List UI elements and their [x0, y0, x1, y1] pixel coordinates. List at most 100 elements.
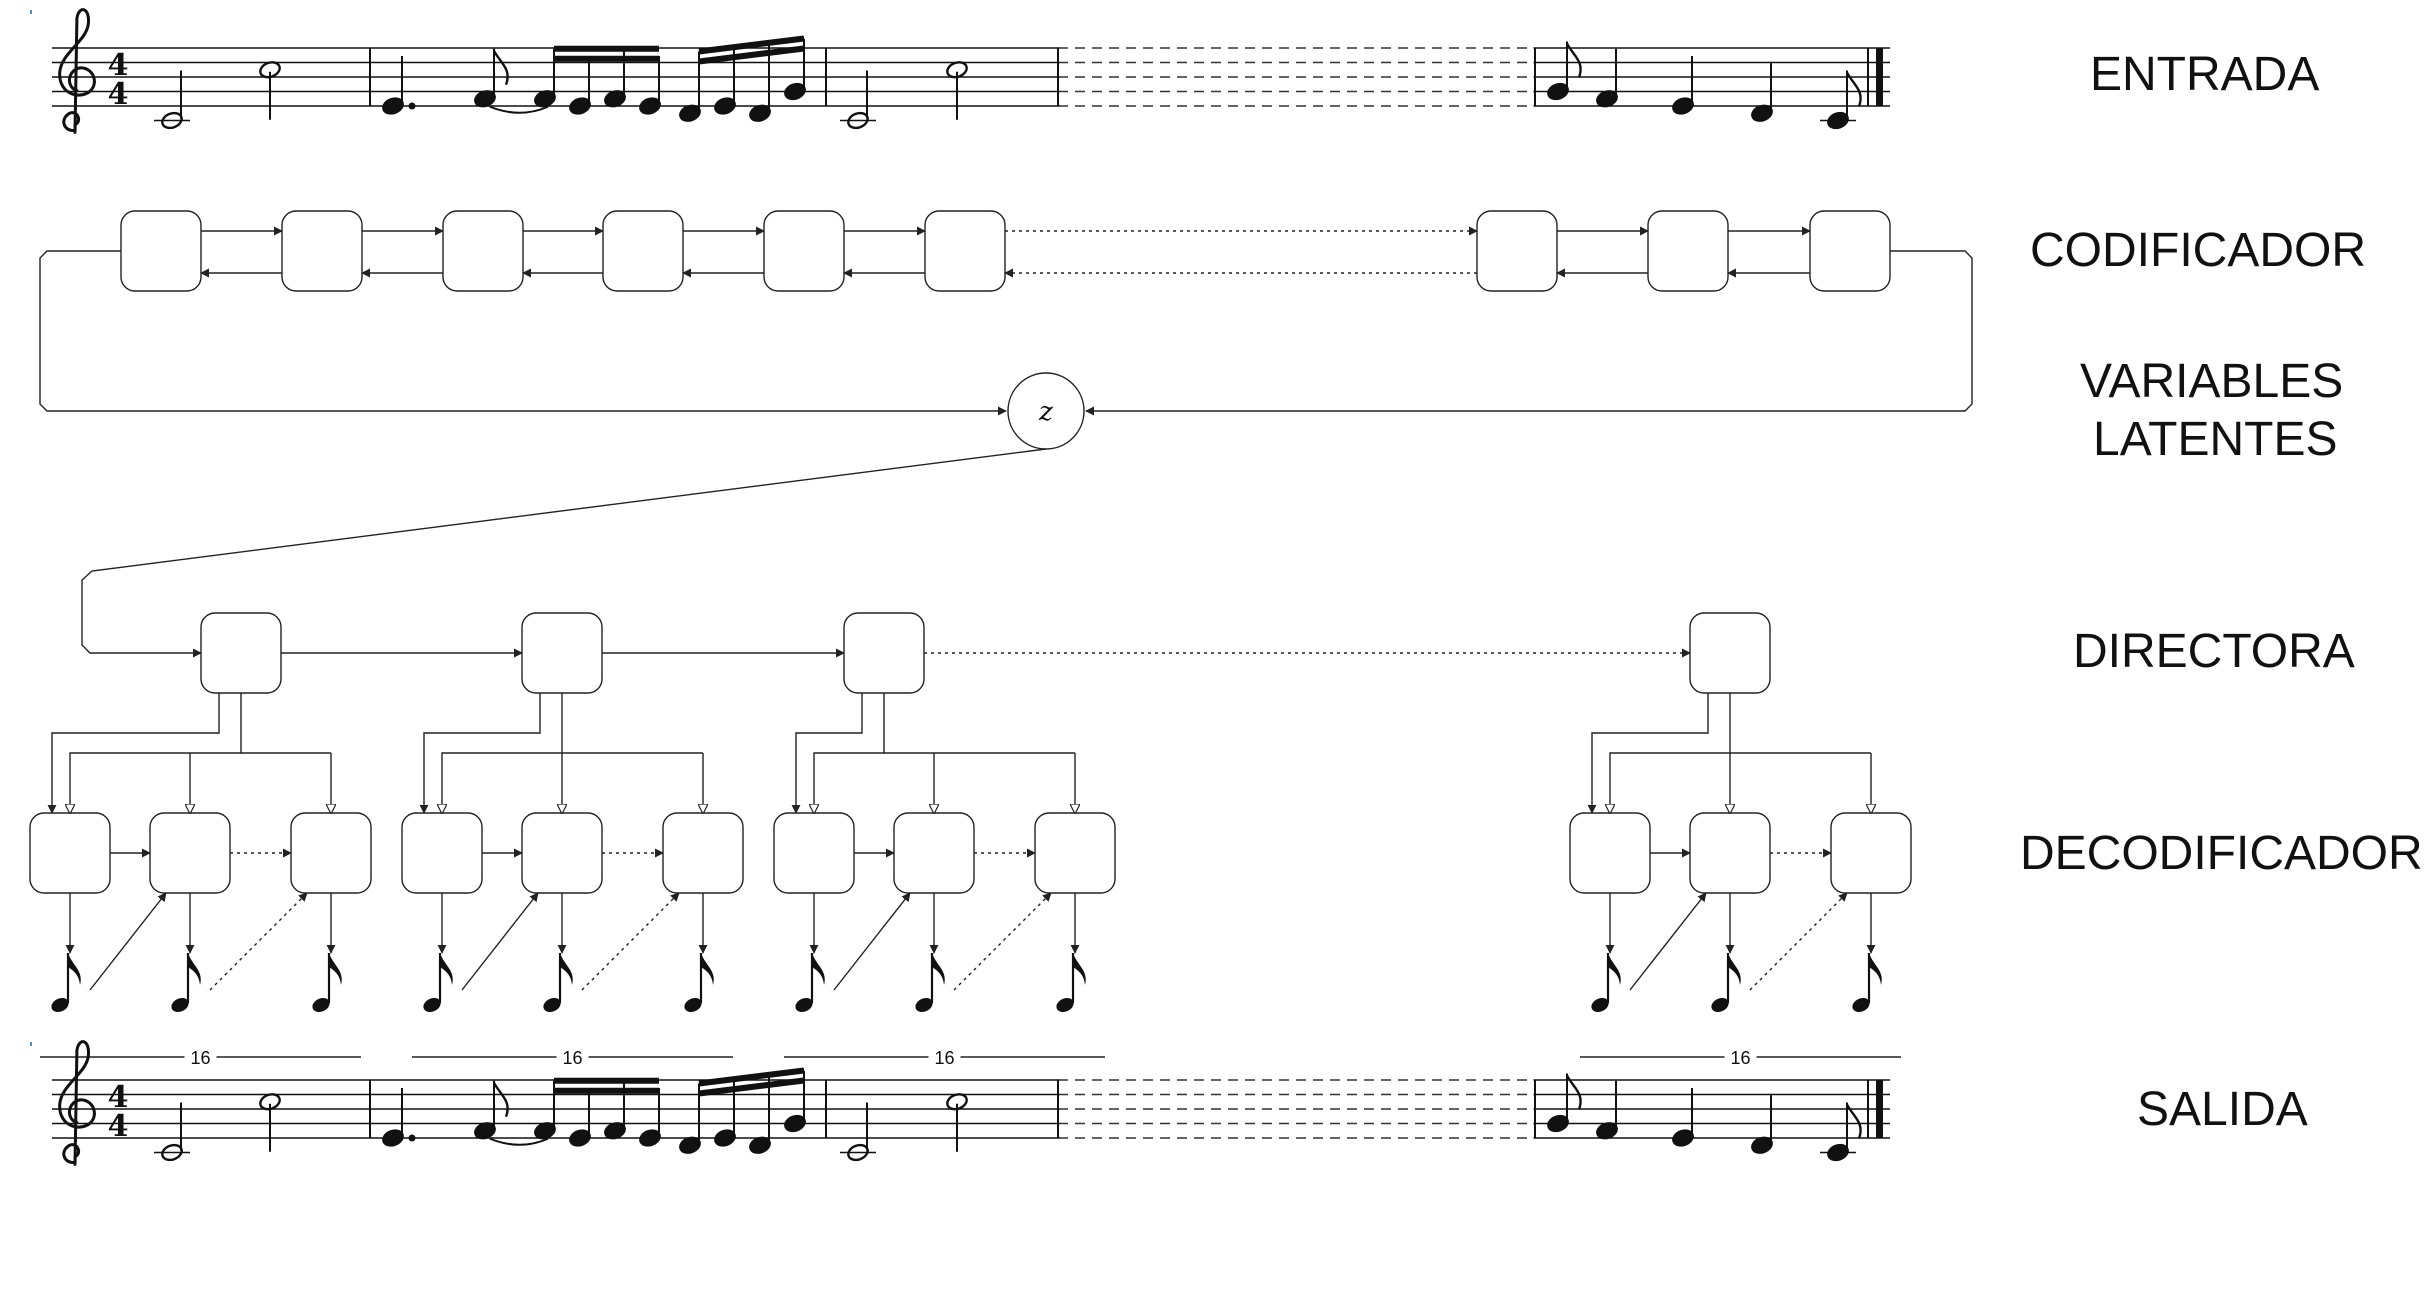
note-group-brackets: 16 16 16 16: [40, 1048, 1901, 1068]
final-bar-thick: [1876, 48, 1883, 106]
conductor-cell: [521, 612, 603, 694]
time-signature-bottom: 4: [108, 1109, 129, 1144]
encoder-cell: [924, 210, 1006, 292]
conductor-to-decoder: [791, 693, 863, 814]
conductor-to-decoder: [70, 693, 242, 813]
conductor-to-decoder: [47, 693, 220, 814]
output-eighth-note: [1587, 951, 1622, 1016]
output-eighth-note: [1052, 951, 1087, 1016]
input-staff: 44: [30, 8, 1890, 134]
group-count-label: 16: [562, 1048, 582, 1068]
augmentation-dot: [408, 1134, 416, 1142]
note-feedback-arrow: [461, 892, 539, 991]
beam: [698, 1067, 805, 1087]
group-count-label: 16: [1730, 1048, 1750, 1068]
note-flag: [1565, 42, 1582, 78]
encoder-to-latent-left: [39, 250, 1007, 416]
note-feedback-arrow: [953, 892, 1052, 991]
encoder-cell: [1647, 210, 1729, 292]
conductor-cell: [843, 612, 925, 694]
decoder-cell: [1569, 812, 1651, 894]
encoder-cell: [1809, 210, 1891, 292]
latent-to-conductor: [81, 448, 1047, 658]
note-feedback-arrow: [833, 892, 911, 991]
half-note: [946, 1093, 968, 1111]
time-signature-top: 4: [108, 48, 129, 83]
beam: [698, 35, 805, 55]
latent-symbol: z: [1038, 397, 1053, 427]
label-latent-line2: LATENTES: [2093, 413, 2338, 466]
final-bar-thick: [1876, 1080, 1883, 1138]
encoder-cell: [120, 210, 202, 292]
label-input: ENTRADA: [2090, 48, 2320, 101]
output-eighth-note: [911, 951, 946, 1016]
label-output: SALIDA: [2137, 1083, 2308, 1136]
label-conductor: DIRECTORA: [2073, 625, 2355, 678]
half-note: [946, 61, 968, 79]
decoder-cell: [1034, 812, 1116, 894]
encoder-cell: [442, 210, 524, 292]
output-eighth-note: [791, 951, 826, 1016]
note-flag: [1845, 1103, 1862, 1139]
output-eighth-note: [1848, 951, 1883, 1016]
note-feedback-arrow: [1629, 892, 1707, 991]
latent-layer: z: [1007, 372, 1085, 450]
conductor-layer: [81, 448, 1771, 694]
conductor-to-decoder: [1587, 693, 1709, 814]
decoder-cell: [662, 812, 744, 894]
label-encoder: CODIFICADOR: [2030, 224, 2366, 277]
time-signature-bottom: 4: [108, 77, 129, 112]
note-feedback-arrow: [209, 892, 308, 991]
encoder-layer: [39, 210, 1973, 416]
note-flag: [492, 1082, 509, 1118]
decoder-cell: [773, 812, 855, 894]
note-flag: [1565, 1074, 1582, 1110]
conductor-to-decoder: [814, 693, 885, 813]
tie: [489, 105, 549, 114]
output-eighth-note: [539, 951, 574, 1016]
beam: [698, 1077, 805, 1097]
conductor-to-decoder: [1610, 693, 1731, 813]
output-staff: 44: [30, 1040, 1890, 1166]
note-feedback-arrow: [581, 892, 680, 991]
conductor-to-decoder: [419, 693, 541, 814]
note-flag: [1845, 71, 1862, 107]
output-eighth-note: [47, 951, 82, 1016]
decoder-cell: [290, 812, 372, 894]
decoder-layer: [29, 693, 1912, 894]
group-count-label: 16: [934, 1048, 954, 1068]
encoder-cell: [281, 210, 363, 292]
time-signature-top: 4: [108, 1080, 129, 1115]
decoder-cell: [1689, 812, 1771, 894]
output-eighth-note: [680, 951, 715, 1016]
decoder-cell: [1830, 812, 1912, 894]
decoder-cell: [29, 812, 111, 894]
note-feedback-arrow: [89, 892, 167, 991]
decoder-cell: [521, 812, 603, 894]
half-note: [259, 1093, 281, 1111]
tie: [489, 1137, 549, 1146]
augmentation-dot: [408, 102, 416, 110]
group-count-label: 16: [190, 1048, 210, 1068]
label-decoder: DECODIFICADOR: [2020, 827, 2423, 880]
treble-clef: [58, 1040, 96, 1166]
output-notes-layer: [47, 892, 1883, 1016]
note-flag: [492, 50, 509, 86]
conductor-to-decoder: [442, 693, 563, 813]
note-feedback-arrow: [1749, 892, 1848, 991]
half-note: [259, 61, 281, 79]
output-eighth-note: [167, 951, 202, 1016]
selection-marker: [30, 10, 32, 14]
output-eighth-note: [1707, 951, 1742, 1016]
encoder-cell: [763, 210, 845, 292]
encoder-cell: [1476, 210, 1558, 292]
decoder-cell: [149, 812, 231, 894]
encoder-to-latent-right: [1085, 250, 1973, 416]
beam: [698, 45, 805, 65]
conductor-cell: [200, 612, 282, 694]
decoder-cell: [893, 812, 975, 894]
treble-clef: [58, 8, 96, 134]
decoder-cell: [401, 812, 483, 894]
selection-marker: [30, 1042, 32, 1046]
